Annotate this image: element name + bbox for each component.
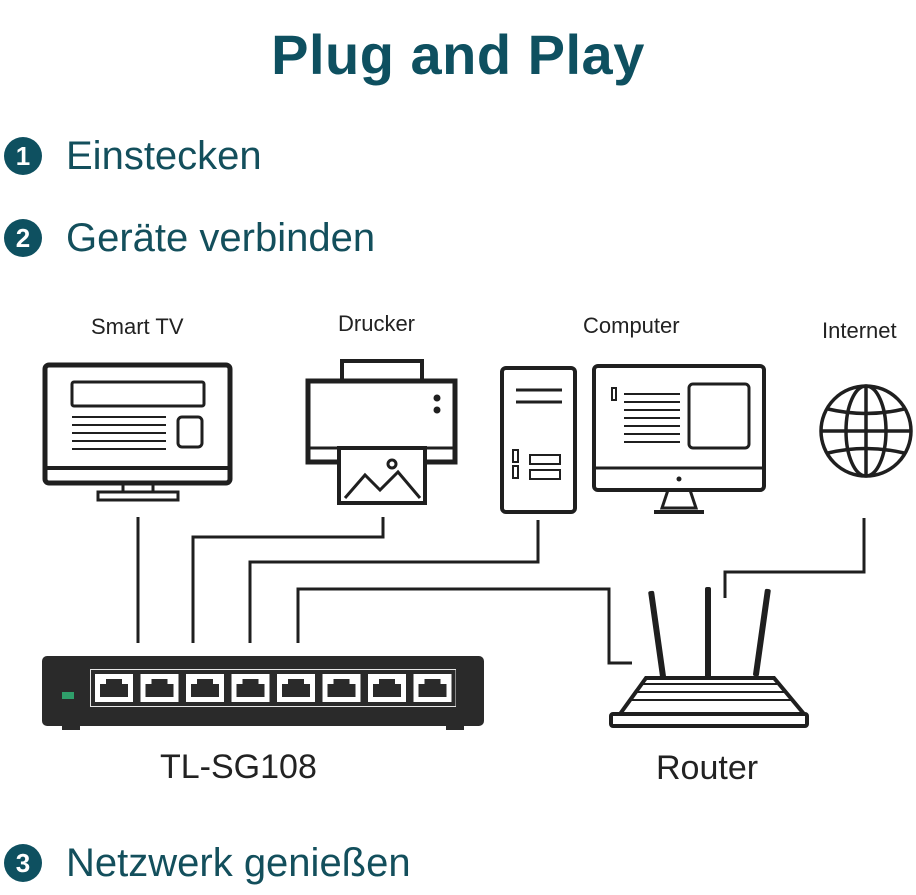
- step-3: 3 Netzwerk genießen: [4, 838, 411, 888]
- cable-internet: [723, 518, 866, 598]
- computer-tower-icon: [500, 366, 577, 514]
- port-group: [91, 670, 456, 706]
- device-label-tv: Smart TV: [91, 314, 184, 339]
- router-label: Router: [656, 749, 759, 787]
- device-label-computer: Computer: [583, 313, 680, 338]
- status-led: [62, 692, 74, 699]
- step-1-label: Einstecken: [66, 133, 262, 178]
- step-2-label: Geräte verbinden: [66, 215, 376, 260]
- switch-icon: [42, 656, 484, 730]
- cable-printer: [191, 517, 385, 643]
- switch-label: TL-SG108: [160, 748, 317, 786]
- ethernet-port: [318, 670, 365, 706]
- device-label-internet: Internet: [822, 318, 897, 343]
- step-3-label: Netzwerk genießen: [66, 840, 411, 885]
- cable-router: [296, 587, 632, 665]
- step-2: 2 Geräte verbinden: [4, 213, 375, 263]
- page-title: Plug and Play: [271, 23, 645, 86]
- ethernet-port: [364, 670, 410, 706]
- ethernet-port: [182, 670, 228, 706]
- ethernet-port: [227, 670, 274, 706]
- cables: [136, 517, 866, 665]
- printer-icon: [305, 359, 458, 505]
- ethernet-port: [91, 670, 137, 706]
- step-2-number: 2: [4, 219, 42, 257]
- ethernet-port: [409, 670, 456, 706]
- ethernet-port: [273, 670, 319, 706]
- ethernet-port: [136, 670, 183, 706]
- globe-icon: [819, 384, 913, 478]
- router-icon: [609, 587, 809, 728]
- step-3-number: 3: [4, 844, 42, 882]
- cable-computer: [248, 520, 540, 643]
- tv-icon: [42, 362, 233, 502]
- step-1: 1 Einstecken: [4, 131, 262, 181]
- step-1-number: 1: [4, 137, 42, 175]
- device-label-printer: Drucker: [338, 311, 416, 336]
- monitor-icon: [592, 364, 766, 514]
